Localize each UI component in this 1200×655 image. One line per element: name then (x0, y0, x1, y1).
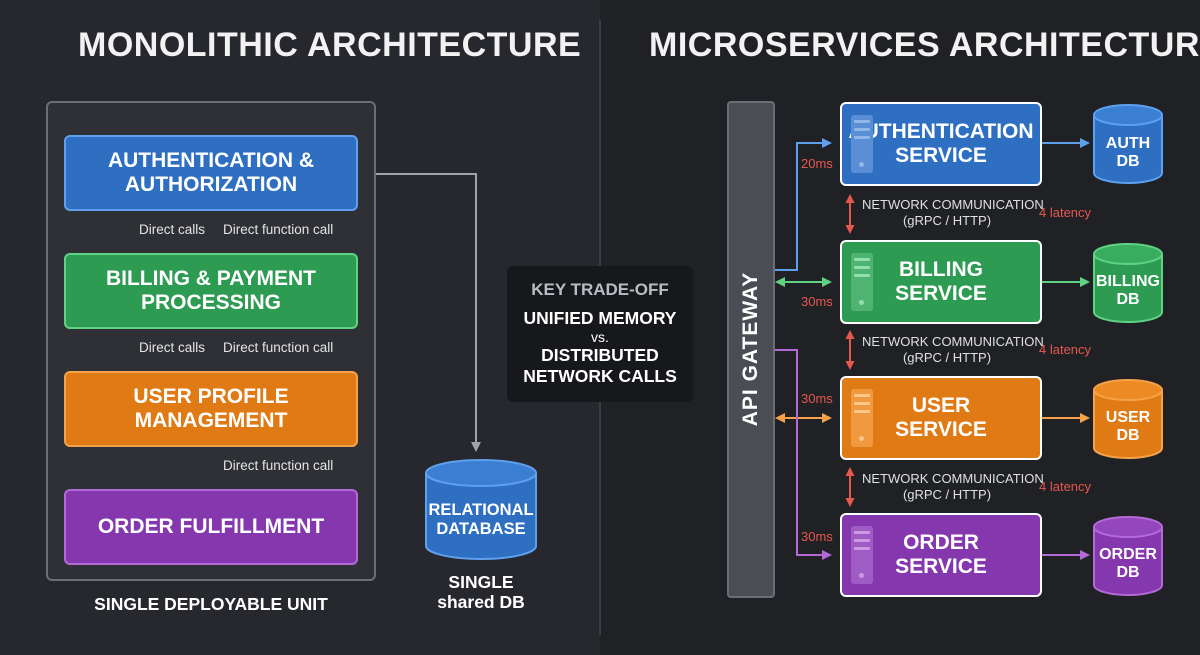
label-direct-calls-2: Direct calls (139, 340, 206, 355)
order-service-line1: ORDER (903, 531, 979, 555)
auth-service-line1: AUTHENTICATION (848, 120, 1034, 144)
billing-db-icon (1093, 243, 1163, 323)
network-line2: (gRPC / HTTP) (902, 487, 992, 503)
billing-service-line1: BILLING (898, 258, 983, 282)
auth-db-icon (1093, 104, 1163, 184)
module-order-fulfillment: ORDER FULFILLMENT (64, 489, 358, 565)
relational-database-icon (425, 459, 537, 560)
arrow-gateway-order (775, 349, 832, 560)
user-service-line2: SERVICE (895, 418, 987, 441)
single-deployable-unit-label: SINGLE DEPLOYABLE UNIT (94, 594, 328, 614)
user-db-label: USER DB (1090, 409, 1166, 446)
auth-service-line2: SERVICE (895, 144, 987, 167)
microservices-title: MICROSERVICES ARCHITECTURE (649, 26, 1200, 64)
billing-service-line2: SERVICE (895, 282, 987, 305)
db-label-line2: DATABASE (436, 519, 526, 538)
module-auth-line1: AUTHENTICATION & (107, 149, 315, 173)
server-icon (851, 115, 873, 173)
order-db-icon (1093, 516, 1163, 596)
server-icon (851, 389, 873, 447)
module-order-line1: ORDER FULFILLMENT (97, 515, 325, 539)
user-db-icon (1093, 379, 1163, 459)
network-line1: NETWORK COMMUNICATION (862, 334, 1044, 349)
label-direct-function-call-2: Direct function call (223, 340, 334, 355)
api-gateway-label: API GATEWAY (739, 271, 762, 427)
db-label-line1: RELATIONAL (428, 501, 534, 519)
module-user-line1: USER PROFILE (133, 385, 289, 409)
tradeoff-vs: vs. (591, 329, 609, 345)
module-billing-line1: BILLING & PAYMENT (105, 267, 316, 291)
module-auth-line2: AUTHORIZATION (124, 173, 298, 196)
user-db-line1: USER (1105, 409, 1151, 426)
order-db-line1: ORDER (1099, 546, 1157, 563)
db-caption-line2: shared DB (437, 592, 525, 613)
arrow-gateway-auth (775, 138, 832, 271)
tradeoff-option-b-line2: NETWORK CALLS (523, 366, 677, 386)
db-caption-line1: SINGLE (448, 572, 514, 592)
auth-db-label: AUTH DB (1090, 135, 1166, 172)
label-direct-function-call-1: Direct function call (223, 222, 334, 237)
user-db-line2: DB (1116, 427, 1140, 445)
auth-db-line2: DB (1116, 153, 1140, 171)
key-tradeoff-box: KEY TRADE-OFF UNIFIED MEMORY vs. DISTRIB… (507, 266, 693, 402)
tradeoff-option-a: UNIFIED MEMORY (523, 308, 677, 328)
latency-billing: 30ms (801, 294, 833, 309)
api-gateway (727, 101, 775, 598)
server-icon (851, 253, 873, 311)
order-db-line2: DB (1116, 564, 1140, 582)
module-authentication: AUTHENTICATION &AUTHORIZATION (64, 135, 358, 211)
network-latency-2: 4 latency (1039, 342, 1092, 357)
network-line1: NETWORK COMMUNICATION (862, 471, 1044, 486)
label-direct-function-call-3: Direct function call (223, 458, 334, 473)
shared-db-caption: SINGLE shared DB (426, 572, 536, 612)
network-latency-1: 4 latency (1039, 205, 1092, 220)
network-communication-2: NETWORK COMMUNICATION (gRPC / HTTP) (862, 334, 1044, 367)
auth-db-line1: AUTH (1105, 135, 1151, 152)
billing-db-line2: DB (1116, 291, 1140, 309)
latency-user: 30ms (801, 391, 833, 406)
relational-database-label: RELATIONAL DATABASE (426, 501, 536, 539)
network-latency-3: 4 latency (1039, 479, 1092, 494)
network-line1: NETWORK COMMUNICATION (862, 197, 1044, 212)
tradeoff-option-b-line1: DISTRIBUTED (541, 345, 659, 365)
order-db-label: ORDER DB (1090, 546, 1166, 583)
order-service-line2: SERVICE (895, 555, 987, 578)
module-billing-line2: PROCESSING (140, 291, 281, 314)
label-direct-calls-1: Direct calls (139, 222, 206, 237)
network-communication-3: NETWORK COMMUNICATION (gRPC / HTTP) (862, 471, 1044, 504)
network-line2: (gRPC / HTTP) (902, 350, 992, 366)
monolith-title: MONOLITHIC ARCHITECTURE (78, 26, 582, 64)
billing-db-line1: BILLING (1096, 273, 1160, 290)
network-line2: (gRPC / HTTP) (902, 213, 992, 229)
arrow-monolith-db (358, 173, 481, 452)
latency-auth: 20ms (801, 156, 833, 171)
module-user-line2: MANAGEMENT (134, 409, 288, 432)
tradeoff-heading: KEY TRADE-OFF (531, 280, 669, 299)
user-service-line1: USER (911, 394, 971, 418)
network-communication-1: NETWORK COMMUNICATION (gRPC / HTTP) (862, 197, 1044, 230)
server-icon (851, 526, 873, 584)
billing-db-label: BILLING DB (1090, 273, 1166, 310)
latency-order: 30ms (801, 529, 833, 544)
